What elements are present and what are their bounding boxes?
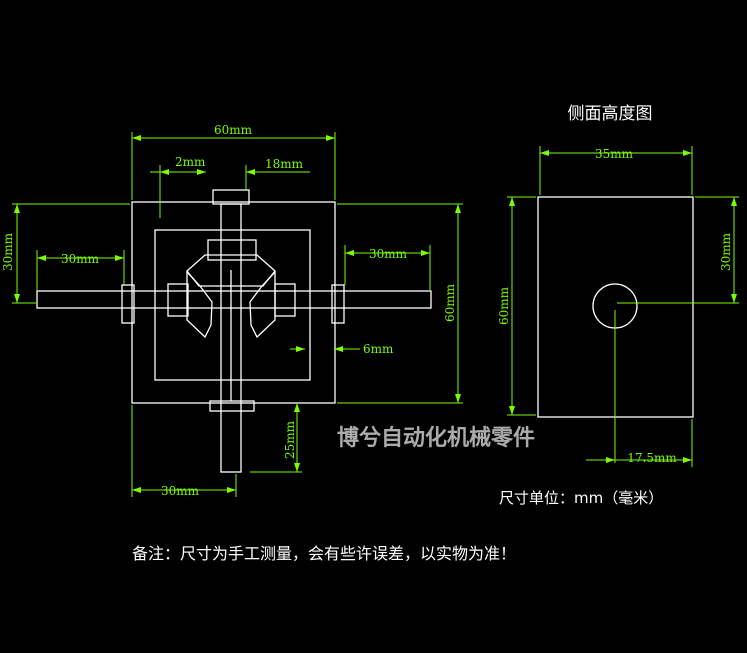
vertical-shaft xyxy=(220,203,242,473)
remark-note: 备注：尺寸为手工测量，会有些许误差，以实物为准！ xyxy=(132,544,516,563)
right-shaft-collar xyxy=(331,284,345,324)
dim-right-height-60: 60mm xyxy=(443,283,457,322)
dim-right-shaft-30: 30mm xyxy=(369,247,408,261)
dim-side-height-30: 30mm xyxy=(719,232,733,271)
watermark: 博兮自动化机械零件 xyxy=(337,425,535,451)
side-view-dimensions xyxy=(507,146,739,467)
dim-left-height-30: 30mm xyxy=(1,232,15,271)
vertical-shaft-bottom-collar xyxy=(209,400,255,412)
dim-inner-6: 6mm xyxy=(363,342,394,356)
dim-side-center-17-5: 17.5mm xyxy=(627,451,677,465)
dim-width-60: 60mm xyxy=(214,123,253,137)
unit-note: 尺寸单位：mm（毫米） xyxy=(499,489,663,507)
right-bevel-gear xyxy=(249,270,276,339)
top-bevel-gear xyxy=(186,254,276,287)
front-view xyxy=(36,189,432,473)
left-shaft-collar xyxy=(121,284,135,324)
top-gear-hub xyxy=(207,239,257,261)
dim-side-width-35: 35mm xyxy=(595,147,634,161)
dim-left-shaft-30: 30mm xyxy=(61,252,100,266)
dim-shaft-18: 18mm xyxy=(265,157,304,171)
horizontal-shaft xyxy=(36,290,432,309)
dim-offset-2: 2mm xyxy=(175,155,206,169)
dim-side-height-60: 60mm xyxy=(497,286,511,325)
left-bevel-gear xyxy=(186,270,213,339)
inner-housing xyxy=(154,229,311,381)
side-view-arrows xyxy=(509,150,737,463)
side-view-title: 侧面高度图 xyxy=(568,104,653,124)
right-gear-hub xyxy=(274,283,296,317)
dim-bottom-30: 30mm xyxy=(161,484,200,498)
outer-housing xyxy=(131,201,336,404)
dim-bottom-shaft-25: 25mm xyxy=(283,420,297,459)
left-gear-hub xyxy=(167,283,189,317)
front-view-arrows xyxy=(14,135,461,493)
